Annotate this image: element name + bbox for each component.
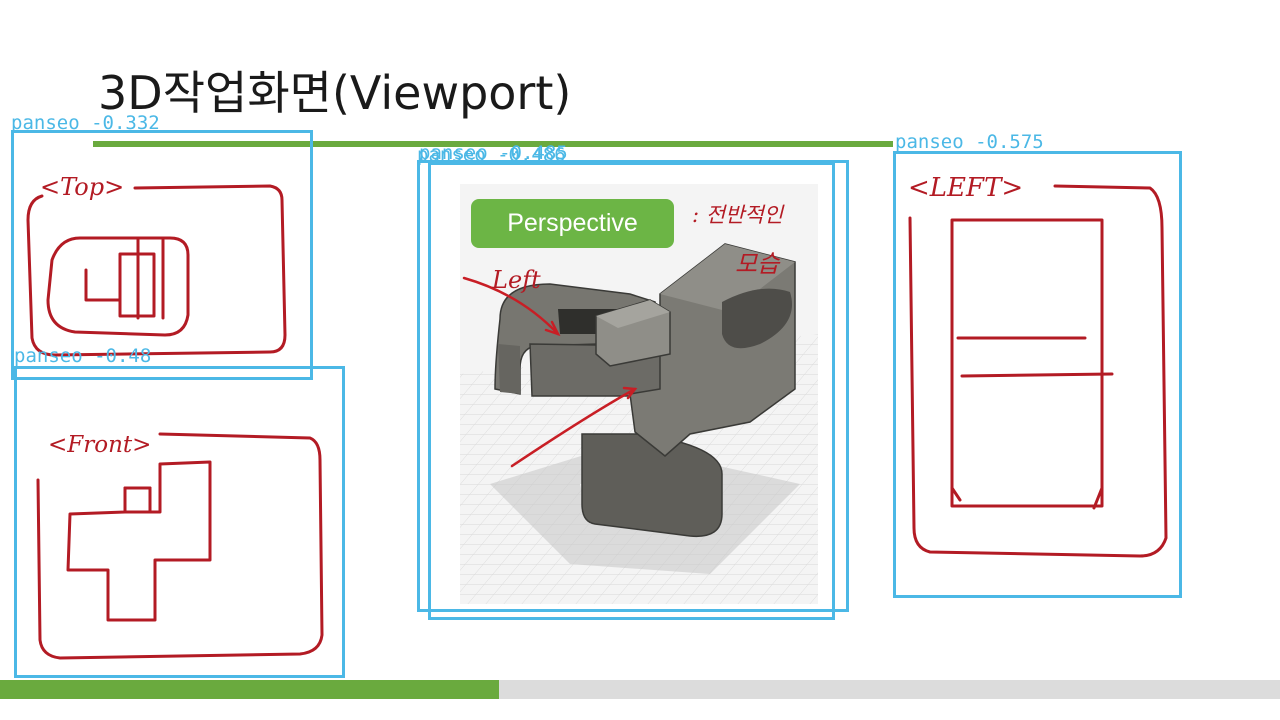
perspective-button[interactable]: Perspective: [471, 199, 674, 248]
left-view-label: <LEFT>: [908, 173, 1023, 203]
top-view-sketch: <Top>: [26, 173, 287, 357]
annotation-left: Left: [491, 266, 541, 294]
slide-title: 3D작업화면(Viewport): [98, 66, 572, 120]
front-view-sketch: <Front>: [36, 432, 324, 660]
detection-box-left: [893, 151, 1182, 598]
front-view-label: <Front>: [48, 432, 151, 458]
annotation-korean-1: : 전반적인: [692, 203, 785, 227]
detection-label-front: panseo -0.48: [14, 345, 152, 367]
slide-progress-fill: [0, 680, 500, 699]
viewport-model: Left : 전반적인 모습: [460, 203, 818, 604]
detection-label-top: panseo -0.332: [11, 112, 160, 134]
detection-box-top: [11, 130, 313, 380]
slide-progress-bar: [0, 680, 1280, 699]
title-underline: [93, 141, 893, 147]
detection-label-viewport-b: panseo -0.486: [417, 144, 566, 166]
detection-label-left: panseo -0.575: [895, 131, 1044, 153]
detection-box-front: [14, 366, 345, 678]
left-view-sketch: <LEFT>: [908, 173, 1168, 558]
detection-label-viewport-a: panseo -0.485: [419, 142, 568, 164]
top-view-label: <Top>: [40, 173, 124, 201]
detection-box-viewport-b: [428, 162, 835, 620]
annotation-korean-2: 모습: [735, 250, 781, 278]
viewport-3d[interactable]: Left : 전반적인 모습: [460, 184, 818, 604]
detection-box-viewport-a: [417, 160, 849, 612]
